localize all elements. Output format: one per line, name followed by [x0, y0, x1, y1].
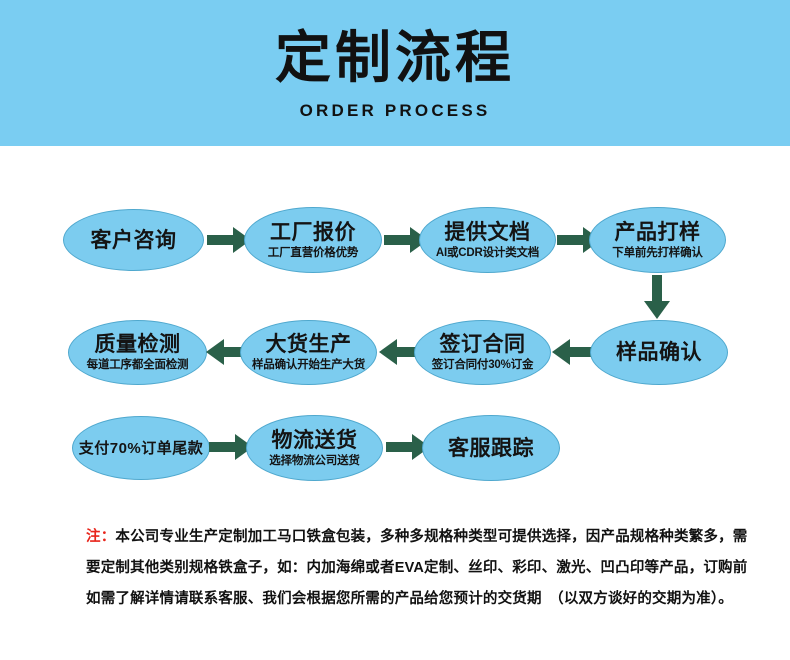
arrow-shaft [224, 347, 250, 357]
flow-node-title: 大货生产 [265, 333, 352, 356]
flow-node-sample-confirmation[interactable]: 样品确认 [590, 320, 728, 385]
note-body: 本公司专业生产定制加工马口铁盒包装，多种多规格种类型可提供选择，因产品规格种类繁… [86, 529, 748, 607]
flow-node-subtitle: 签订合同付30%订金 [431, 359, 534, 371]
arrow-shaft [570, 347, 596, 357]
flow-node-title: 质量检测 [94, 333, 181, 356]
flow-node-subtitle: AI或CDR设计类文档 [435, 246, 540, 259]
arrow-shaft [652, 275, 662, 301]
arrow-shaft [384, 235, 410, 245]
flow-node-logistics-delivery[interactable]: 物流送货 选择物流公司送货 [246, 415, 383, 481]
arrow-shaft [557, 235, 583, 245]
flow-node-subtitle: 下单前先打样确认 [612, 246, 703, 259]
flow-arrow-left [552, 338, 596, 366]
flow-arrow-left [379, 338, 423, 366]
flow-node-title: 样品确认 [616, 341, 702, 364]
flow-node-subtitle: 选择物流公司送货 [269, 454, 360, 467]
flow-node-bulk-production[interactable]: 大货生产 样品确认开始生产大货 [240, 320, 377, 385]
process-flow-diagram: 客户咨询 工厂报价 工厂直营价格优势 提供文档 AI或CDR设计类文档 产品打样… [0, 146, 790, 511]
flow-node-title: 物流送货 [271, 428, 358, 452]
header-banner: 定制流程 ORDER PROCESS [0, 0, 790, 146]
flow-node-title: 客服跟踪 [448, 436, 534, 460]
flow-node-provide-documents[interactable]: 提供文档 AI或CDR设计类文档 [419, 207, 556, 273]
flow-arrow-down [643, 275, 671, 319]
arrow-head [644, 301, 670, 319]
flow-node-quality-inspection[interactable]: 质量检测 每道工序都全面检测 [68, 320, 207, 385]
flow-node-title: 产品打样 [614, 220, 701, 244]
flow-node-factory-quote[interactable]: 工厂报价 工厂直营价格优势 [244, 207, 382, 273]
flow-node-final-payment[interactable]: 支付70%订单尾款 [72, 416, 210, 480]
flow-node-title: 提供文档 [444, 220, 531, 244]
flow-node-title: 签订合同 [439, 333, 526, 356]
flow-node-sign-contract[interactable]: 签订合同 签订合同付30%订金 [414, 320, 551, 385]
arrow-head [206, 339, 224, 365]
flow-node-subtitle: 样品确认开始生产大货 [252, 359, 365, 371]
arrow-shaft [397, 347, 423, 357]
flow-arrow-left [206, 338, 250, 366]
arrow-shaft [209, 442, 235, 452]
note-paragraph: 注：本公司专业生产定制加工马口铁盒包装，多种多规格种类型可提供选择，因产品规格种… [86, 522, 762, 615]
arrow-head [552, 339, 570, 365]
page-subtitle: ORDER PROCESS [299, 101, 491, 120]
flow-node-subtitle: 工厂直营价格优势 [267, 246, 359, 259]
flow-node-customer-inquiry[interactable]: 客户咨询 [63, 209, 204, 271]
flow-node-subtitle: 每道工序都全面检测 [86, 359, 189, 371]
flow-node-after-sales-tracking[interactable]: 客服跟踪 [422, 415, 560, 481]
flow-node-title: 工厂报价 [270, 220, 356, 244]
flow-node-title: 支付70%订单尾款 [78, 439, 204, 457]
arrow-head [379, 339, 397, 365]
arrow-shaft [386, 442, 412, 452]
page-title: 定制流程 [275, 26, 515, 89]
flow-node-product-sampling[interactable]: 产品打样 下单前先打样确认 [589, 207, 726, 273]
flow-node-title: 客户咨询 [90, 228, 177, 252]
note-label: 注： [86, 529, 116, 545]
arrow-shaft [207, 235, 233, 245]
